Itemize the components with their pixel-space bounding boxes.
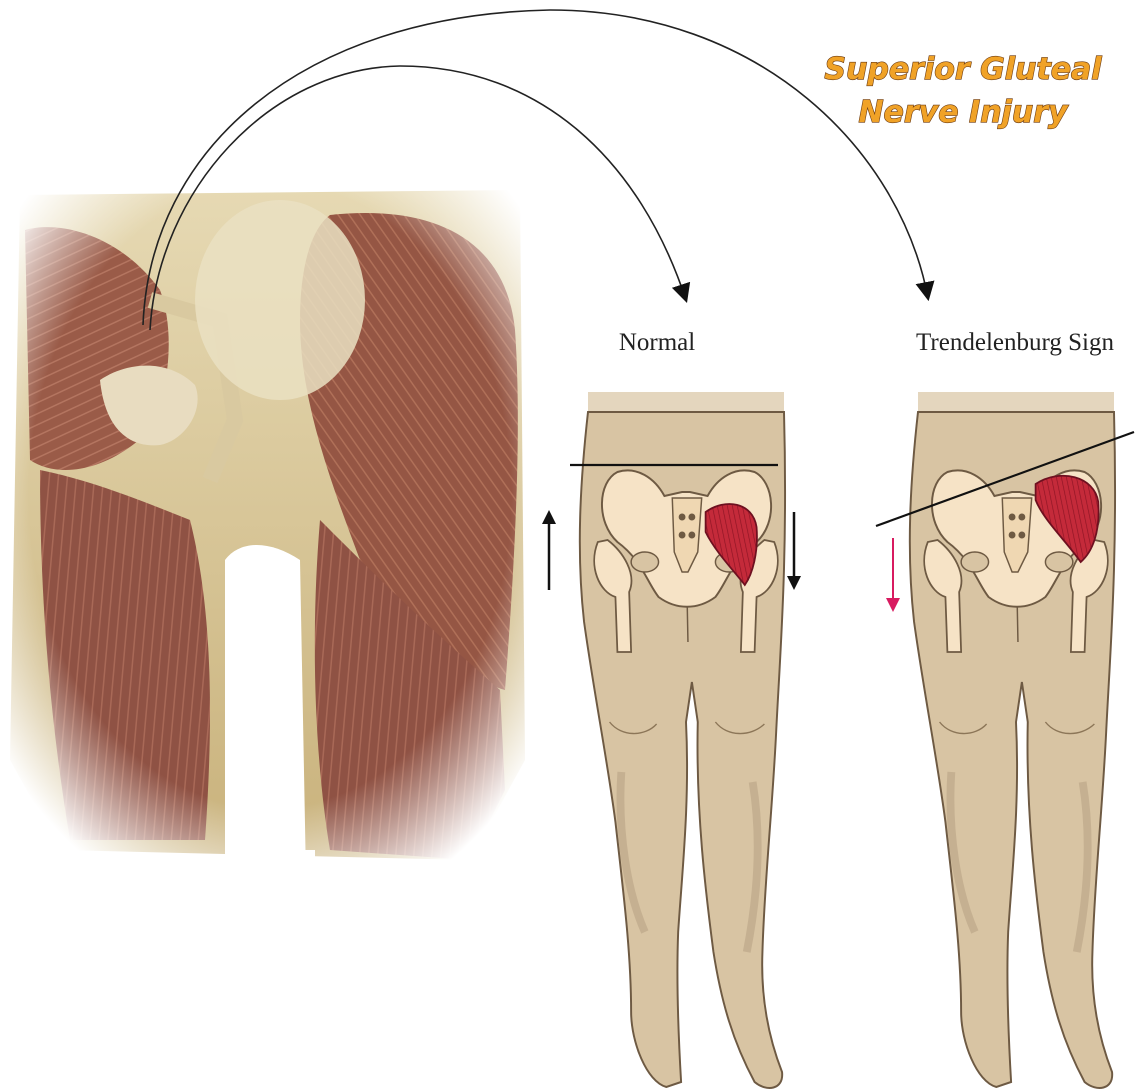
cadaver-dissection-image bbox=[0, 180, 540, 1089]
arrow-up-icon bbox=[542, 510, 556, 590]
label-trendelenburg: Trendelenburg Sign bbox=[916, 329, 1114, 356]
label-normal: Normal bbox=[619, 329, 695, 356]
title: Superior Gluteal Nerve Injury bbox=[824, 52, 1102, 130]
title-line-1: Superior Gluteal bbox=[824, 52, 1102, 87]
pelvic-drop-arrow-icon bbox=[886, 538, 900, 612]
arrow-down-icon bbox=[787, 512, 801, 590]
trendelenburg-leg-figure bbox=[910, 392, 1115, 1088]
normal-leg-figure bbox=[580, 392, 785, 1088]
title-line-2: Nerve Injury bbox=[858, 95, 1069, 130]
